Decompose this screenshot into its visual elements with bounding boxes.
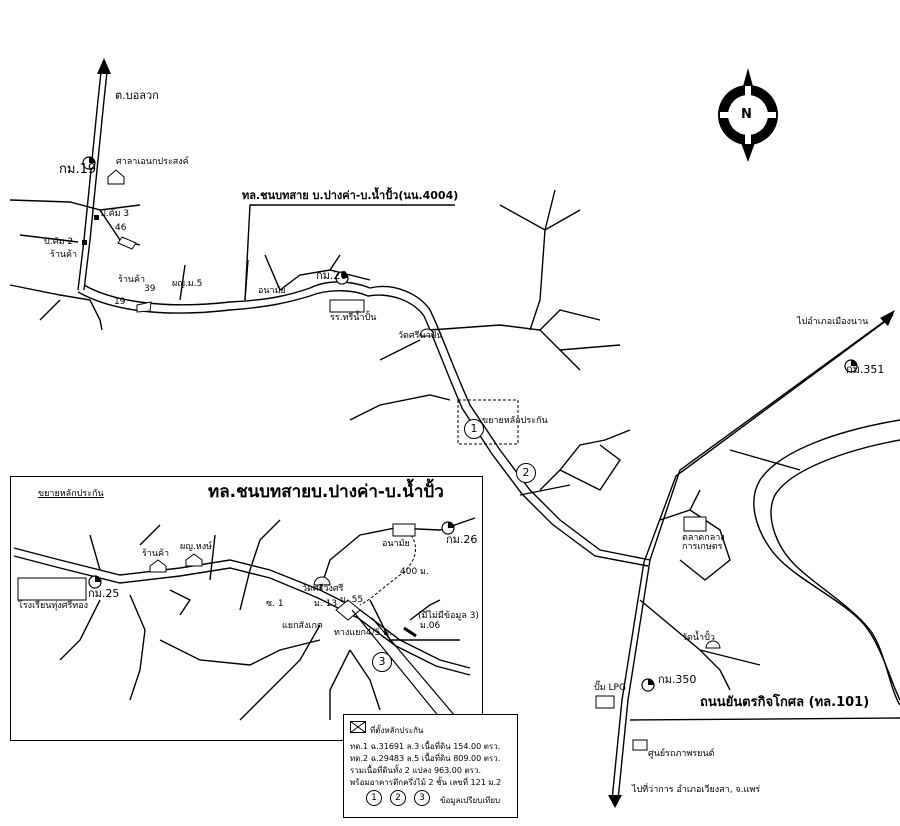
road-4004 bbox=[83, 281, 651, 561]
inset-landmarks bbox=[17, 521, 455, 638]
inset-pyb: ผญ.หงษ์ bbox=[180, 542, 213, 552]
inset-school: โรงเรียนทุ่งศรีทอง bbox=[18, 601, 89, 611]
label-shop1: ร้านค้า bbox=[50, 250, 78, 260]
marker-2: 2 bbox=[516, 463, 536, 483]
label-to-wiang-sa: ไปที่ว่าการ อำเภอเวียงสา, จ.แพร่ bbox=[632, 785, 761, 795]
label-39: 39 bbox=[144, 284, 156, 294]
inset-m55: ม. 55 bbox=[340, 595, 364, 605]
inset-map bbox=[10, 476, 483, 741]
road-bo-luak bbox=[83, 71, 108, 291]
label-lpg: ปั๊ม LPG bbox=[594, 683, 626, 693]
compass-n: N bbox=[741, 107, 752, 122]
label-km20: กม.20 bbox=[316, 269, 348, 282]
legend-line1: ทด.1 ฉ.31691 ล.3 เนื้อที่ดิน 154.00 ตรว. bbox=[350, 742, 501, 751]
expand-box bbox=[457, 399, 519, 445]
legend-line4: พร้อมอาคารตึกครึ่งไม้ 2 ชั้น เลขที่ 121 … bbox=[350, 778, 502, 787]
label-km350: กม.350 bbox=[658, 673, 697, 686]
label-highway: ถนนยันตรกิจโกศล (ทล.101) bbox=[700, 695, 870, 710]
landmark-symbols bbox=[82, 156, 858, 751]
legend-compare: ข้อมูลเปรียบเทียบ bbox=[440, 796, 501, 805]
marker-1: 1 bbox=[464, 419, 484, 439]
label-bo-luak: ต.บอลวก bbox=[115, 89, 159, 102]
label-health: อนามัย bbox=[258, 286, 286, 296]
highway-101 bbox=[617, 314, 894, 801]
label-km19: กม.19 bbox=[59, 162, 97, 177]
label-46: 46 bbox=[115, 223, 127, 233]
inset-health: อนามัย bbox=[382, 539, 410, 549]
inset-400m: 400 ม. bbox=[400, 567, 429, 577]
inset-title: ทล.ชนบทสายบ.ปางค่า-บ.น้ำปั้ว bbox=[208, 482, 444, 502]
label-to-mueang-nan: ไปอำเภอเมืองนาน bbox=[797, 317, 869, 327]
inset-m13: ม. 13 bbox=[314, 599, 338, 609]
label-expand: ขยายหลักประกัน bbox=[482, 416, 548, 426]
legend-marker-2: 2 bbox=[390, 790, 406, 806]
label-pyb: ผญ.ม.5 bbox=[172, 279, 203, 289]
inset-km25: กม.25 bbox=[88, 587, 120, 600]
label-km351: กม.351 bbox=[846, 363, 885, 376]
road-title: ทล.ชนบทสาย บ.ปางค่า-บ.น้ำปั้ว(นน.4004) bbox=[242, 189, 459, 202]
legend-line2: ทด.2 ฉ.29483 ล.5 เนื้อที่ดิน 809.00 ตรว. bbox=[350, 754, 501, 763]
legend-line3: รวมเนื้อที่ดินทั้ง 2 แปลง 963.00 ตรว. bbox=[350, 766, 482, 775]
legend-marker-3: 3 bbox=[414, 790, 430, 806]
inset-expand: ขยายหลักประกัน bbox=[38, 489, 104, 499]
legend-item-label: ที่ตั้งหลักประกัน bbox=[370, 726, 424, 735]
label-school: รร.ทรีน้ำปั้น bbox=[330, 313, 377, 323]
collateral-icon bbox=[350, 721, 366, 733]
inset-temple: วัดศรีวังศรี bbox=[302, 584, 344, 594]
label-garage: ศูนย์รถภาพรยนต์ bbox=[648, 749, 715, 759]
label-checkpoint2: ป.คัม 2 bbox=[44, 237, 74, 247]
label-19: 19 bbox=[114, 297, 126, 307]
label-temple: วัดศรีนาปั้น bbox=[398, 331, 443, 341]
inset-junction: ทางแยก4/5 ม. bbox=[334, 628, 393, 638]
label-shop2: ร้านค้า bbox=[118, 275, 146, 285]
marker-3: 3 bbox=[372, 652, 392, 672]
label-sala: ศาลาเอนกประสงค์ bbox=[116, 157, 189, 167]
label-market: ตลาดกลาง การเกษตร bbox=[682, 533, 725, 552]
inset-s1: ซ. 1 bbox=[266, 599, 284, 609]
inset-m06: ม.06 bbox=[420, 621, 441, 631]
inset-nodata: (มีไม่มีข้อมูล 3) bbox=[418, 611, 479, 621]
main-road-network bbox=[9, 71, 900, 801]
label-temple2: วัดน้ำปั้ว bbox=[682, 633, 715, 643]
legend-box: ที่ตั้งหลักประกัน ทด.1 ฉ.31691 ล.3 เนื้อ… bbox=[343, 714, 518, 818]
inset-km26: กม.26 bbox=[446, 533, 478, 546]
legend-marker-1: 1 bbox=[366, 790, 382, 806]
inset-shop: ร้านค้า bbox=[142, 549, 170, 559]
inset-cross: แยกสังเกต bbox=[282, 621, 323, 631]
label-checkpoint3: ป.คัม 3 bbox=[100, 209, 130, 219]
